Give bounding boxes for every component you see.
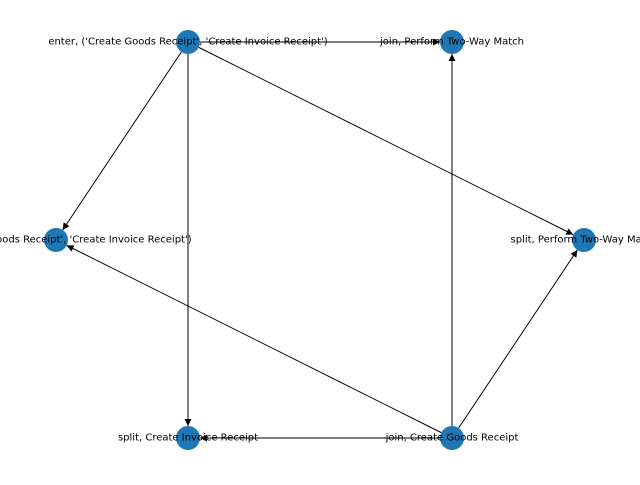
edge-enter-to-exit (62, 51, 182, 231)
node-enter (176, 30, 200, 54)
node-label-split_match: split, Perform Two-Way Match (511, 235, 640, 246)
node-join_match (440, 30, 464, 54)
edge-join_goods-to-exit (66, 244, 442, 434)
node-split_invoice (176, 426, 200, 450)
node-label-enter: enter, ('Create Goods Receipt', 'Create … (48, 37, 327, 48)
node-exit (44, 228, 68, 252)
labels-layer: enter, ('Create Goods Receipt', 'Create … (0, 37, 640, 444)
edge-join_goods-to-split_match (458, 249, 578, 429)
node-label-join_goods: join, Create Goods Receipt (385, 433, 519, 444)
node-label-split_invoice: split, Create Invoice Receipt (118, 433, 258, 444)
node-label-join_match: join, Perform Two-Way Match (379, 37, 524, 48)
edges-layer (62, 38, 578, 442)
node-split_match (572, 228, 596, 252)
node-label-exit: exit, ('Create Goods Receipt', 'Create I… (0, 235, 192, 246)
edge-enter-to-split_match (198, 46, 574, 236)
node-join_goods (440, 426, 464, 450)
nodes-layer (44, 30, 596, 450)
